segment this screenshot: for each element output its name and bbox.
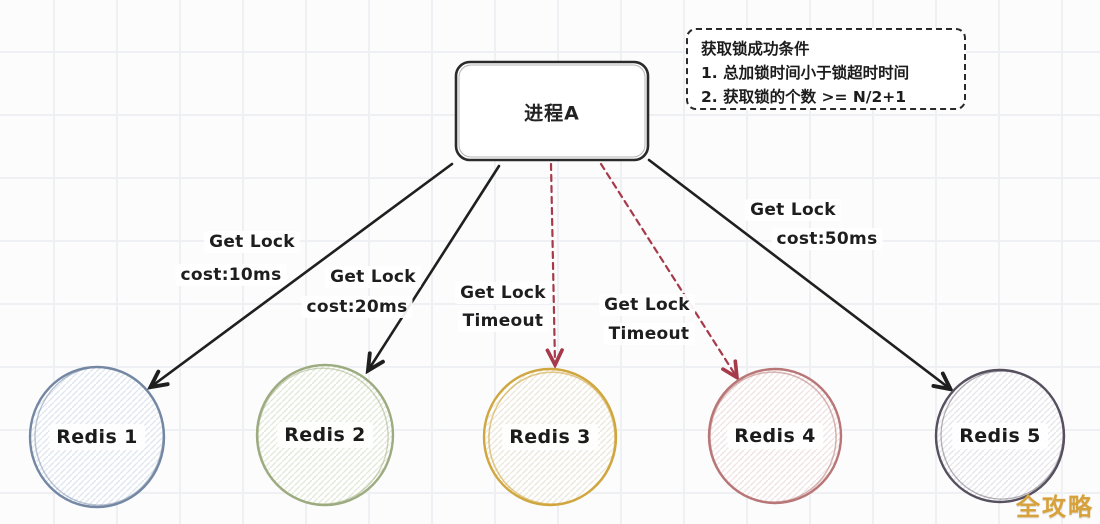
edge-processA-redis5 — [647, 158, 949, 388]
node-label-redis-3: Redis 3 — [502, 424, 598, 450]
node-label-redis-2: Redis 2 — [277, 422, 373, 448]
process-box-label: 进程A — [524, 102, 580, 125]
edge-label-redis4-line1: Get Lock — [599, 294, 695, 316]
note-condition-2: 2. 获取锁的个数 >= N/2+1 — [701, 88, 907, 106]
edge-label-redis2-line2: cost:20ms — [301, 296, 413, 318]
edge-line-redis3-timeout — [551, 162, 555, 363]
process-box-sketch-stroke — [458, 64, 646, 158]
edge-label-redis5-line2: cost:50ms — [771, 228, 883, 250]
edge-processA-redis1 — [152, 162, 454, 386]
note-condition-1: 1. 总加锁时间小于锁超时时间 — [701, 64, 910, 82]
edge-line-redis2 — [369, 164, 501, 369]
edge-processA-redis3 — [551, 162, 555, 363]
edge-label-redis1-line2: cost:10ms — [175, 264, 287, 286]
edge-processA-redis4 — [599, 162, 736, 376]
edge-line-redis4-timeout — [599, 162, 736, 376]
node-label-redis-1: Redis 1 — [49, 424, 145, 450]
process-box-rect — [454, 60, 650, 162]
node-label-redis-5: Redis 5 — [952, 423, 1048, 449]
edge-label-redis1-line1: Get Lock — [204, 231, 300, 253]
edge-label-redis3-line2: Timeout — [457, 310, 549, 332]
edge-label-redis5-line1: Get Lock — [745, 199, 841, 221]
edge-label-redis3-line1: Get Lock — [455, 282, 551, 304]
edge-processA-redis2 — [369, 164, 501, 369]
edge-line-redis1 — [152, 162, 454, 386]
edge-label-redis2-line1: Get Lock — [325, 266, 421, 288]
node-label-redis-4: Redis 4 — [727, 423, 823, 449]
lock-success-note: 获取锁成功条件 1. 总加锁时间小于锁超时时间 2. 获取锁的个数 >= N/2… — [686, 28, 966, 110]
process-box — [454, 60, 650, 162]
note-title: 获取锁成功条件 — [701, 40, 810, 58]
edge-label-redis4-line2: Timeout — [603, 323, 695, 345]
edge-line-redis5 — [647, 158, 949, 388]
watermark-text: 全攻略 — [1016, 493, 1094, 521]
